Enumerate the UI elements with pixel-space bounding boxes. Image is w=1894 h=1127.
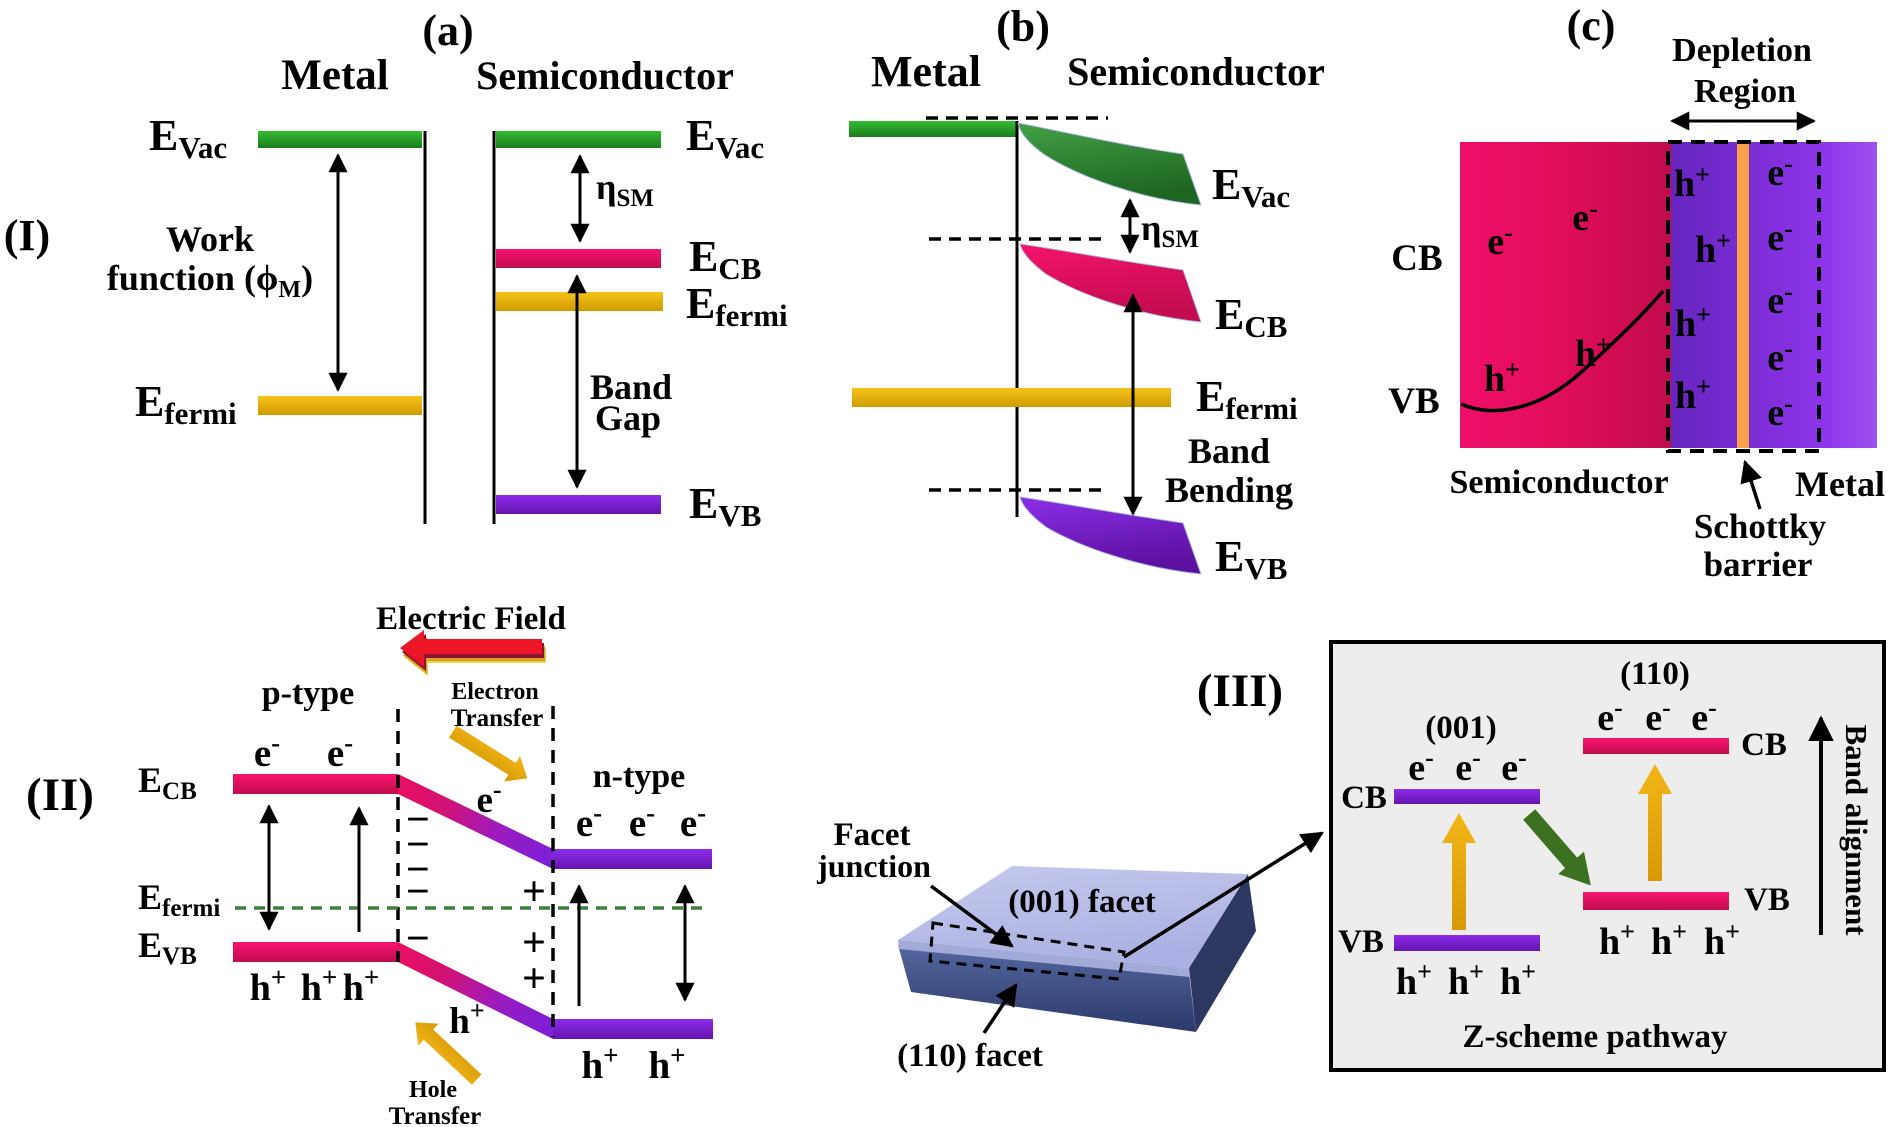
svg-text:Semiconductor: Semiconductor	[476, 53, 734, 98]
svg-text:Efermi: Efermi	[686, 279, 788, 333]
svg-text:Electric Field: Electric Field	[376, 601, 566, 637]
svg-text:h+: h+	[581, 1040, 618, 1087]
svg-text:(III): (III)	[1197, 665, 1283, 717]
svg-text:EVac: EVac	[149, 111, 227, 165]
svg-text:VB: VB	[1338, 924, 1384, 960]
svg-text:barrier: barrier	[1704, 545, 1813, 584]
svg-text:−: −	[406, 916, 430, 962]
svg-text:VB: VB	[1388, 381, 1439, 422]
svg-text:ECB: ECB	[138, 760, 197, 805]
svg-text:(110): (110)	[1620, 656, 1690, 692]
svg-text:−: −	[406, 822, 430, 868]
svg-text:e-: e-	[629, 798, 655, 845]
svg-text:h+: h+	[449, 996, 484, 1042]
svg-text:Hole: Hole	[409, 1077, 457, 1103]
svg-text:ηSM: ηSM	[1141, 208, 1199, 253]
svg-text:Semiconductor: Semiconductor	[1449, 464, 1668, 501]
svg-text:e-: e-	[576, 798, 602, 845]
svg-text:Transfer: Transfer	[451, 705, 544, 732]
svg-text:(c): (c)	[1567, 1, 1616, 50]
svg-text:Band: Band	[1188, 431, 1270, 471]
svg-text:EVac: EVac	[686, 111, 764, 165]
svg-text:n-type: n-type	[593, 758, 686, 795]
svg-text:CB: CB	[1341, 780, 1387, 816]
svg-text:Electron: Electron	[451, 679, 539, 705]
svg-text:Bending: Bending	[1165, 470, 1293, 510]
svg-text:Efermi: Efermi	[135, 377, 237, 431]
svg-text:Region: Region	[1694, 73, 1796, 110]
svg-text:(001): (001)	[1425, 710, 1496, 746]
svg-text:+: +	[522, 920, 546, 966]
svg-text:Facet: Facet	[834, 817, 911, 853]
svg-text:ηSM: ηSM	[596, 167, 654, 212]
svg-text:Metal: Metal	[871, 47, 981, 96]
svg-text:Metal: Metal	[281, 52, 388, 99]
svg-text:h+: h+	[343, 962, 380, 1009]
svg-text:h+: h+	[301, 962, 338, 1009]
svg-text:ECB: ECB	[689, 232, 761, 286]
svg-text:EVB: EVB	[1215, 532, 1287, 586]
svg-text:−: −	[406, 847, 430, 893]
svg-text:EVac: EVac	[1212, 160, 1290, 214]
svg-text:e-: e-	[1487, 218, 1513, 263]
svg-text:(001) facet: (001) facet	[1008, 884, 1156, 920]
svg-text:Depletion: Depletion	[1672, 32, 1812, 69]
svg-text:Efermi: Efermi	[138, 877, 220, 922]
svg-text:−: −	[406, 797, 430, 843]
svg-text:function (ϕM): function (ϕM)	[107, 258, 313, 303]
svg-text:Metal: Metal	[1795, 464, 1885, 504]
svg-text:EVB: EVB	[138, 925, 197, 970]
svg-text:CB: CB	[1741, 727, 1787, 763]
svg-text:Semiconductor: Semiconductor	[1067, 49, 1325, 94]
svg-text:e-: e-	[476, 775, 501, 821]
svg-text:VB: VB	[1744, 882, 1790, 918]
svg-text:Transfer: Transfer	[389, 1103, 482, 1127]
svg-text:junction: junction	[816, 848, 931, 884]
svg-text:(a): (a)	[422, 6, 473, 55]
svg-text:Band: Band	[590, 367, 672, 407]
svg-text:Gap: Gap	[595, 398, 661, 438]
svg-text:ECB: ECB	[1215, 290, 1287, 344]
svg-text:(II): (II)	[26, 769, 94, 821]
svg-text:EVB: EVB	[689, 479, 761, 533]
svg-text:Band alignment: Band alignment	[1839, 724, 1874, 936]
svg-text:Work: Work	[166, 219, 254, 259]
svg-text:e-: e-	[327, 728, 353, 775]
svg-text:e-: e-	[680, 798, 706, 845]
svg-text:e-: e-	[254, 728, 280, 775]
svg-text:Efermi: Efermi	[1196, 372, 1298, 426]
svg-text:(110) facet: (110) facet	[897, 1038, 1043, 1074]
svg-text:(b): (b)	[996, 2, 1050, 51]
svg-text:Schottky: Schottky	[1694, 507, 1827, 546]
svg-text:h+: h+	[250, 962, 287, 1009]
svg-text:−: −	[406, 869, 430, 915]
svg-text:+: +	[522, 956, 546, 1002]
svg-text:CB: CB	[1391, 238, 1442, 279]
svg-text:Z-scheme pathway: Z-scheme pathway	[1463, 1019, 1728, 1055]
svg-text:p-type: p-type	[262, 675, 355, 712]
svg-text:h+: h+	[648, 1040, 685, 1087]
svg-text:(I): (I)	[4, 211, 50, 260]
svg-text:+: +	[522, 869, 546, 915]
